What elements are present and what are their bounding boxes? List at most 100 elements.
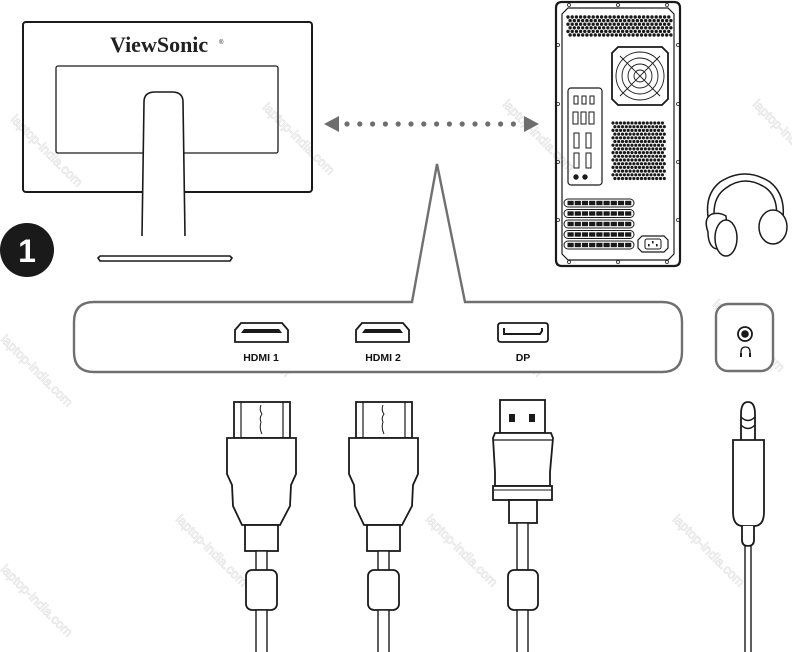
port-hdmi-2[interactable]: HDMI 2 (355, 322, 410, 364)
vent-hole (647, 125, 651, 129)
vent-hole (604, 29, 608, 34)
vent-hole (632, 154, 636, 158)
vent-hole (641, 151, 646, 155)
tower-expansion-slots (563, 198, 635, 250)
vent-hole (627, 26, 631, 30)
vent-hole (572, 33, 576, 37)
vent-hole (654, 22, 658, 26)
vent-hole (649, 121, 653, 125)
vent-hole (589, 33, 593, 37)
vent-hole (657, 165, 661, 169)
vent-hole (628, 169, 632, 173)
slot-vent (625, 242, 632, 248)
vent-hole (647, 147, 651, 151)
vent-hole (617, 154, 621, 158)
io-port (581, 95, 587, 105)
vent-hole (625, 29, 629, 34)
audio-cable[interactable] (732, 401, 765, 652)
power-pin (648, 244, 650, 247)
callout-panel (72, 163, 684, 374)
dp-cable[interactable] (492, 399, 554, 652)
vent-hole (649, 136, 653, 140)
vent-hole (646, 22, 650, 26)
vent-hole (641, 29, 646, 34)
vent-hole (662, 125, 666, 129)
vent-hole (632, 132, 636, 136)
vent-hole (619, 165, 623, 169)
vent-hole (638, 143, 642, 147)
hdmi-cable-1[interactable] (226, 401, 297, 652)
vent-hole (611, 136, 615, 140)
headphones-illustration (705, 173, 788, 257)
vent-hole (634, 136, 638, 140)
vent-hole (634, 128, 638, 132)
ferrite-core (507, 569, 539, 611)
watermark: laptop-india.com (423, 512, 501, 590)
slot-vent (574, 211, 581, 216)
slot-vent (567, 232, 574, 237)
vent-hole (612, 22, 616, 26)
hdmi-plug-tip (233, 401, 291, 439)
vent-hole (631, 18, 635, 23)
io-audio-jack (573, 174, 579, 180)
vent-hole (630, 128, 634, 132)
vent-hole (643, 132, 647, 136)
hdmi-cable-2[interactable] (348, 401, 419, 652)
vent-hole (613, 154, 617, 158)
arrow-dot (370, 121, 376, 127)
vent-hole (632, 162, 636, 166)
port-dp[interactable]: DP (497, 322, 549, 364)
vent-hole (599, 22, 604, 26)
vent-hole (657, 121, 661, 125)
vent-hole (578, 15, 583, 19)
port-label-hdmi-1: HDMI 1 (243, 352, 279, 364)
vent-hole (653, 136, 657, 140)
vent-hole (638, 158, 642, 162)
vent-hole (604, 22, 608, 26)
headphone-symbol-icon (740, 346, 751, 356)
vent-hole (665, 33, 669, 37)
slot-vent (567, 242, 574, 248)
vent-hole (611, 128, 615, 132)
slot-vent (603, 242, 610, 248)
vent-hole (617, 176, 621, 181)
vent-hole (647, 162, 651, 166)
vent-hole (620, 162, 625, 166)
vent-hole (657, 158, 661, 162)
audio-port-callout[interactable] (714, 302, 775, 373)
slot-vent (581, 221, 589, 227)
tower-power-socket (637, 235, 669, 253)
vent-hole (658, 15, 663, 19)
cable-wire (255, 550, 268, 572)
vent-hole (639, 139, 644, 144)
vent-hole (608, 29, 612, 34)
vent-hole (644, 26, 648, 30)
slot-vent (574, 221, 581, 227)
vent-hole (641, 158, 646, 162)
slot-vent (581, 242, 589, 248)
slot-vent (574, 242, 581, 248)
vent-hole (635, 26, 639, 30)
vent-hole (620, 139, 625, 144)
io-hdmi-port (585, 132, 592, 149)
slot-vent (625, 221, 632, 227)
slot-vent (610, 200, 617, 206)
slot-vent (589, 221, 596, 227)
tower-top-vent (566, 15, 673, 37)
vent-hole (615, 128, 619, 132)
slot-vent (617, 232, 625, 237)
vent-hole (583, 29, 587, 34)
vent-hole (669, 26, 673, 30)
vent-hole (639, 33, 644, 37)
vent-hole (662, 29, 667, 34)
vent-hole (650, 15, 654, 19)
vent-hole (622, 136, 627, 140)
port-hdmi-1[interactable]: HDMI 1 (234, 322, 289, 364)
arrow-dot (357, 121, 363, 127)
vent-hole (622, 128, 627, 132)
tower-middle-vent (611, 121, 666, 181)
vent-hole (660, 128, 665, 132)
io-port (573, 95, 579, 105)
vent-hole (654, 29, 658, 34)
slot-vent (603, 200, 610, 206)
